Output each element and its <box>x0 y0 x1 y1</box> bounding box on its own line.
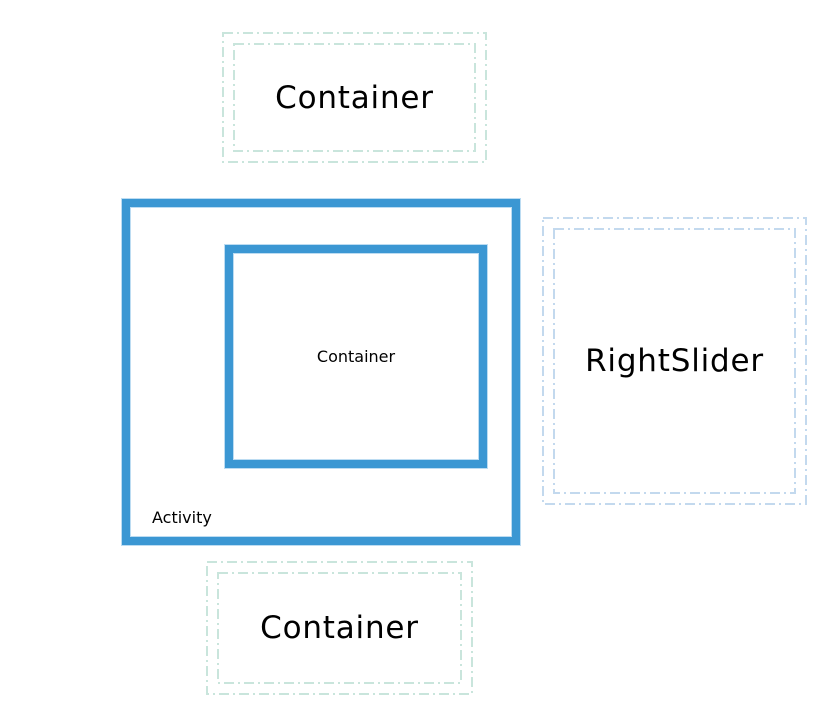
dash-dot-border <box>542 217 807 505</box>
right-slider-label: RightSlider <box>585 343 764 379</box>
dash-dot-border <box>206 561 473 695</box>
activity-label: Activity <box>152 508 212 527</box>
dash-dot-border <box>222 32 487 163</box>
right-slider-box: RightSlider <box>542 217 807 505</box>
inner-container-box: Container <box>225 245 487 468</box>
activity-box: Activity <box>122 199 520 545</box>
top-container-box: Container <box>222 32 487 163</box>
top-container-label: Container <box>275 79 434 116</box>
bottom-container-box: Container <box>206 561 473 695</box>
bottom-container-label: Container <box>260 610 419 646</box>
inner-container-label: Container <box>316 347 396 366</box>
